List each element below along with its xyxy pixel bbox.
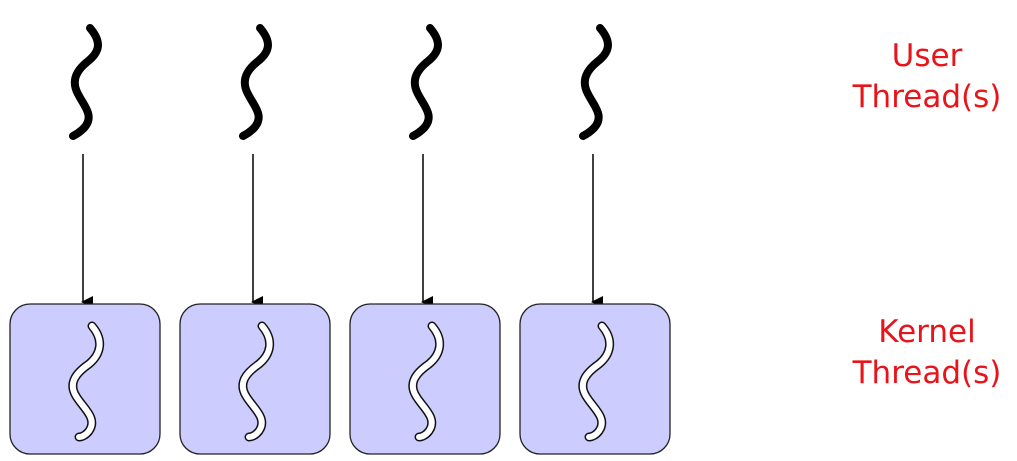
outlined-squiggle-thread-icon-inner xyxy=(409,323,443,440)
user-thread-2 xyxy=(239,24,272,308)
user-thread-3 xyxy=(409,24,442,308)
user-threads-label: User Thread(s) xyxy=(837,36,1017,118)
user-threads-row xyxy=(69,24,612,308)
kernel-thread-container xyxy=(9,303,161,455)
kernel-thread-box-3 xyxy=(349,303,501,455)
kernel-threads-row xyxy=(9,303,671,455)
kernel-thread-container xyxy=(179,303,331,455)
user-threads-label-line-2: Thread(s) xyxy=(852,79,1002,115)
user-thread-4 xyxy=(579,24,612,308)
kernel-threads-label-line-2: Thread(s) xyxy=(852,355,1002,391)
kernel-thread-container xyxy=(519,303,671,455)
outlined-squiggle-thread-icon-inner xyxy=(239,323,273,440)
user-thread-1 xyxy=(69,24,102,308)
squiggle-thread-icon xyxy=(579,24,612,140)
outlined-squiggle-thread-icon-inner xyxy=(69,323,103,440)
kernel-thread-box-4 xyxy=(519,303,671,455)
kernel-thread-container xyxy=(349,303,501,455)
outlined-squiggle-thread-icon-inner xyxy=(579,323,613,440)
squiggle-thread-icon xyxy=(239,24,272,140)
user-threads-label-line-1: User xyxy=(891,38,963,74)
kernel-thread-box-1 xyxy=(9,303,161,455)
squiggle-thread-icon xyxy=(69,24,102,140)
kernel-thread-box-2 xyxy=(179,303,331,455)
kernel-threads-label-line-1: Kernel xyxy=(878,314,976,350)
kernel-threads-label: Kernel Thread(s) xyxy=(837,312,1017,394)
squiggle-thread-icon xyxy=(409,24,442,140)
